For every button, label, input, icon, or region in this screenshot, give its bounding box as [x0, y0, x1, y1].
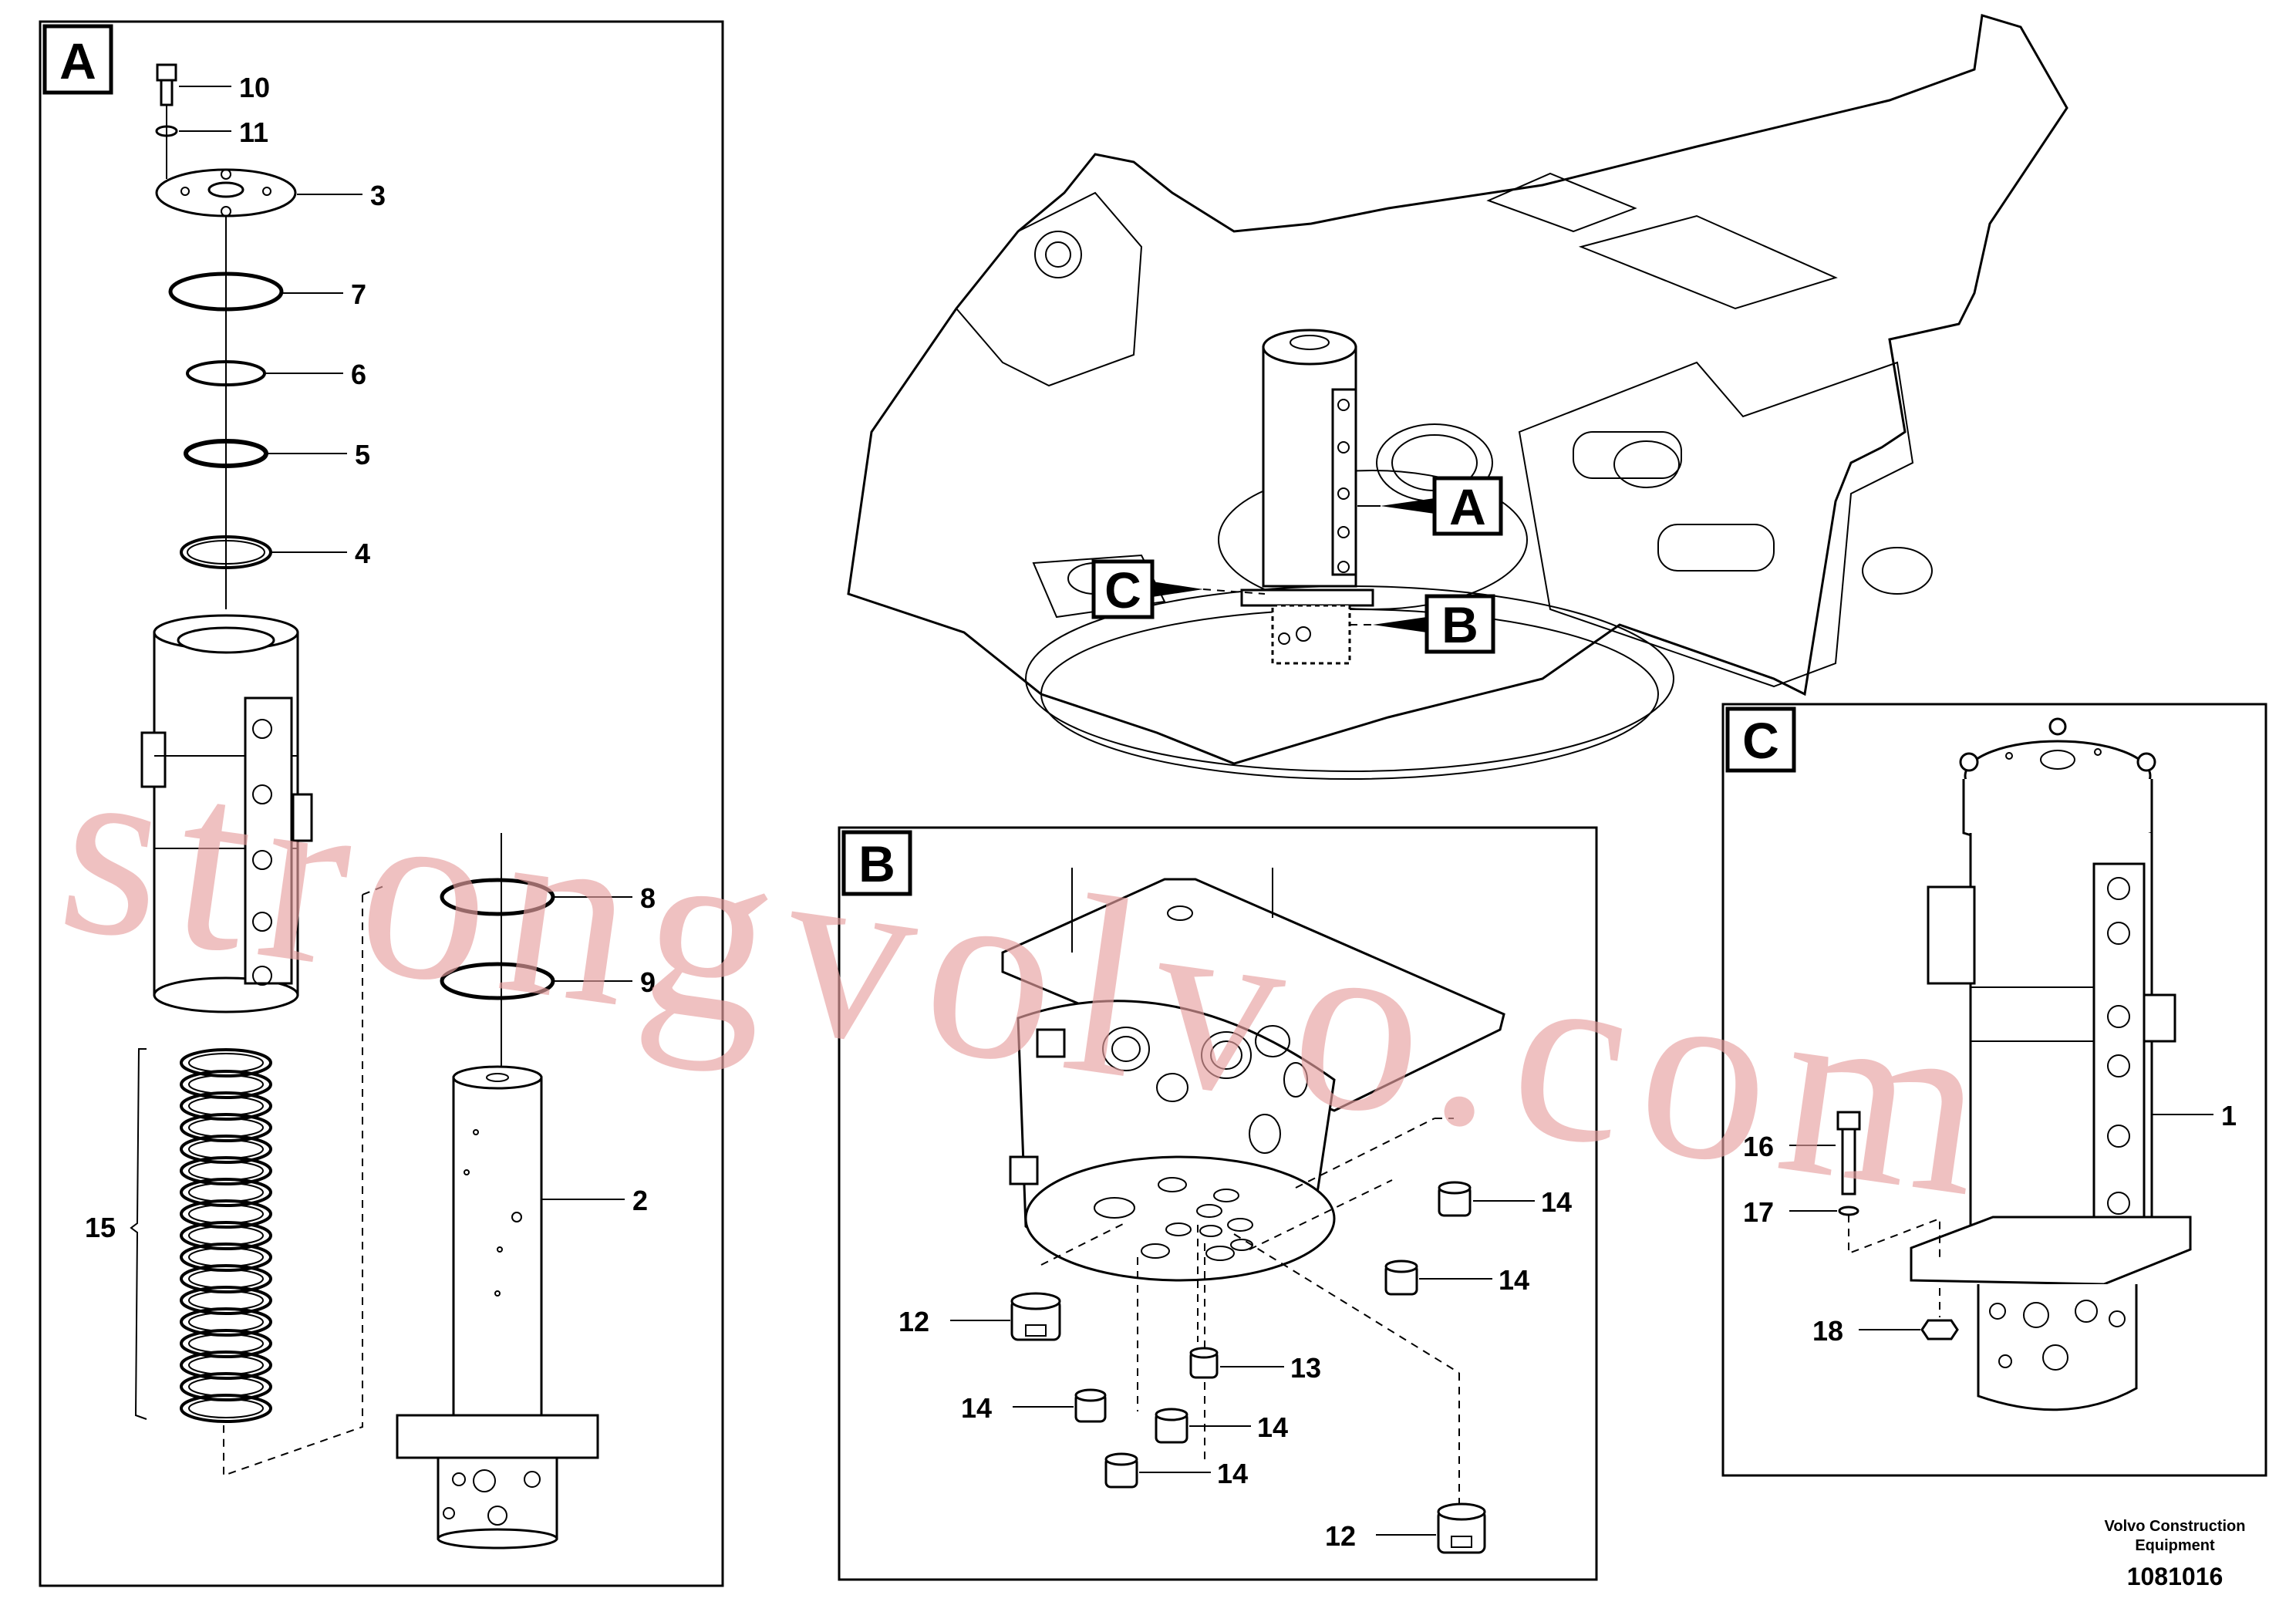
drawing-footer: Volvo Construction Equipment 1081016 — [2105, 1518, 2246, 1590]
callout-12: 12 — [1325, 1520, 1356, 1552]
seal-ring — [180, 1394, 272, 1423]
rotary-joint-assembly — [1910, 717, 2192, 1411]
seal-ring-inner — [188, 1139, 264, 1159]
callout-9: 9 — [640, 966, 656, 998]
callout-12: 12 — [899, 1306, 929, 1337]
plug-part — [1189, 1347, 1219, 1379]
panel-b: B — [838, 826, 1598, 1581]
plug-part — [1104, 1452, 1138, 1489]
seal-ring-inner — [188, 1074, 264, 1094]
bolt-part — [156, 63, 177, 106]
callout-3: 3 — [370, 180, 386, 211]
callout-17: 17 — [1743, 1196, 1774, 1228]
seal-ring-inner — [188, 1096, 264, 1116]
callout-16: 16 — [1743, 1131, 1774, 1162]
callout-14: 14 — [1541, 1186, 1572, 1218]
shaft-part — [396, 1065, 599, 1549]
cover-plate-part — [155, 168, 297, 218]
nut-part — [1920, 1319, 1959, 1340]
seal-ring-inner — [188, 1398, 264, 1418]
seal-ring-inner — [188, 1226, 264, 1246]
callout-7: 7 — [351, 278, 366, 310]
panel-c-label: C — [1742, 712, 1779, 769]
seal-stack-part — [180, 1048, 272, 1423]
brand-line-1: Volvo Construction — [2105, 1518, 2246, 1535]
callout-15: 15 — [85, 1212, 116, 1243]
seal-ring-inner — [188, 1053, 264, 1073]
seal-ring-inner — [188, 1118, 264, 1138]
callout-18: 18 — [1812, 1315, 1843, 1347]
plug-part — [1438, 1181, 1472, 1217]
plug-part — [1010, 1292, 1061, 1341]
o-ring-part — [168, 271, 284, 312]
panel-a-label: A — [59, 32, 96, 89]
drawing-number: 1081016 — [2127, 1563, 2224, 1590]
seal-ring-inner — [188, 1334, 264, 1354]
callout-5: 5 — [355, 439, 370, 470]
callout-13: 13 — [1290, 1352, 1321, 1384]
seal-ring-inner — [188, 1182, 264, 1202]
plug-part — [1384, 1259, 1418, 1296]
seal-ring-inner — [188, 1290, 264, 1310]
view-label-a: A — [1449, 478, 1486, 535]
panel-c: C — [1721, 703, 2267, 1477]
callout-2: 2 — [632, 1185, 648, 1216]
seal-ring-inner — [188, 1312, 264, 1332]
seal-ring-inner — [188, 1377, 264, 1397]
callout-10: 10 — [239, 72, 270, 103]
callout-1: 1 — [2221, 1100, 2237, 1131]
seal-ring-inner — [188, 1269, 264, 1289]
seal-ring-inner — [188, 1204, 264, 1224]
rotary-joint-overview — [1240, 329, 1374, 665]
callout-6: 6 — [351, 359, 366, 390]
view-label-b: B — [1441, 596, 1478, 653]
plug-part — [1437, 1502, 1486, 1554]
swivel-housing-part — [140, 614, 313, 1013]
seal-ring-inner — [188, 1161, 264, 1181]
callout-4: 4 — [355, 538, 370, 569]
callout-11: 11 — [239, 116, 268, 148]
seal-ring-inner — [188, 1247, 264, 1267]
view-label-c: C — [1104, 561, 1141, 619]
callout-14: 14 — [961, 1392, 992, 1424]
callout-14: 14 — [1217, 1458, 1248, 1489]
plug-part — [1074, 1388, 1107, 1423]
callout-14: 14 — [1499, 1264, 1529, 1296]
panel-a: A 10 11 3 7 6 — [39, 20, 724, 1587]
rotary-joint-bottom-detail — [1001, 868, 1505, 1282]
bolt-part — [1836, 1111, 1861, 1195]
plug-part — [1155, 1408, 1188, 1444]
callout-14: 14 — [1257, 1411, 1288, 1443]
callout-8: 8 — [640, 882, 656, 914]
brand-line-2: Equipment — [2135, 1537, 2215, 1554]
machine-overview: A C B — [847, 14, 2068, 780]
panel-b-label: B — [858, 835, 895, 892]
seal-ring-inner — [188, 1355, 264, 1375]
